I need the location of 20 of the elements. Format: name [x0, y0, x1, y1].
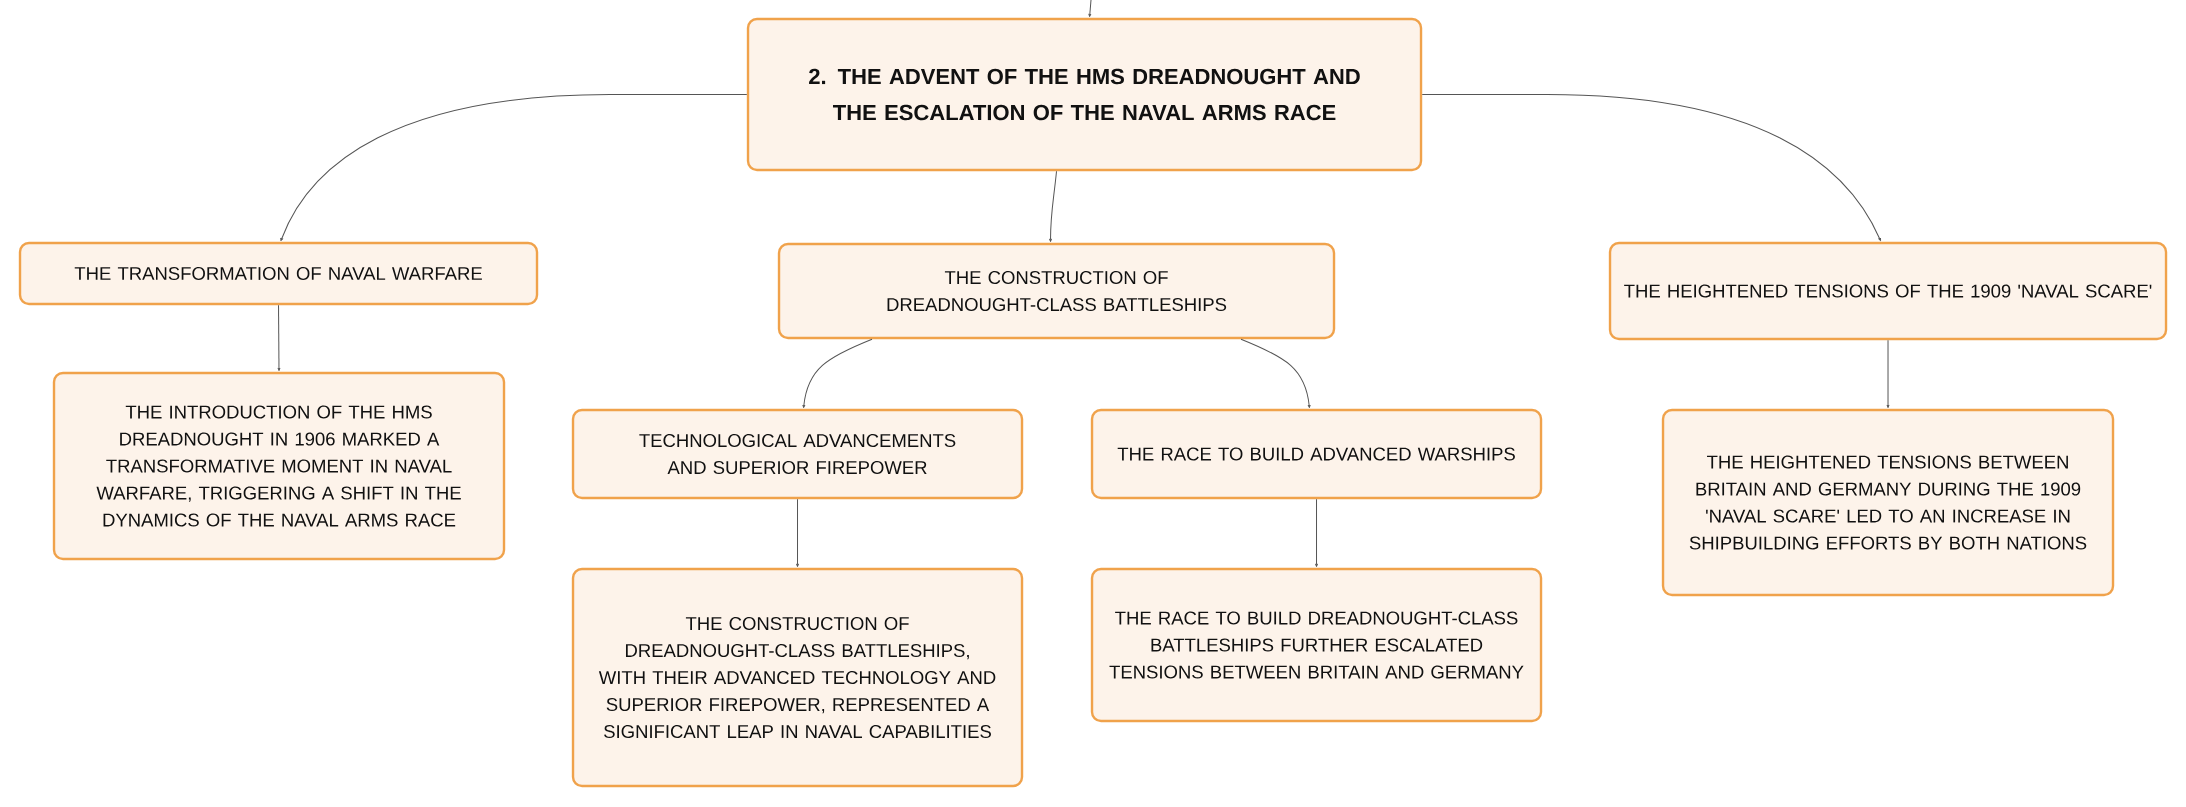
- connector-arrow: [280, 94, 748, 242]
- description-box: THE RACE TO BUILD DREADNOUGHT-CLASS BATTLESHIPS FURTHER ESCALATED TENSIONS BETWEEN BRITAIN AND GERMANY: [1090, 567, 1543, 723]
- connector-arrow: [1315, 498, 1318, 568]
- connector-arrow: [1240, 338, 1311, 409]
- subtopic-box: THE RACE TO BUILD ADVANCED WARSHIPS: [1090, 408, 1543, 500]
- topic-box: THE CONSTRUCTION OF DREADNOUGHT-CLASS BATTLESHIPS: [777, 242, 1336, 340]
- subtopic-box: TECHNOLOGICAL ADVANCEMENTS AND SUPERIOR FIREPOWER: [571, 408, 1024, 500]
- connector-arrow: [1886, 339, 1890, 409]
- topic-box: THE TRANSFORMATION OF NAVAL WARFARE: [18, 241, 539, 306]
- connector-arrow: [1049, 170, 1057, 243]
- description-box: THE INTRODUCTION OF THE HMS DREADNOUGHT IN 1906 MARKED A TRANSFORMATIVE MOMENT IN NAVAL WARFARE, TRIGGERING A SHIFT IN THE DYNAMICS OF THE NAVAL ARMS RACE: [52, 371, 506, 561]
- connector-arrow: [1421, 94, 1881, 242]
- description-box: THE CONSTRUCTION OF DREADNOUGHT-CLASS BATTLESHIPS, WITH THEIR ADVANCED TECHNOLOGY AND SUPERIOR FIREPOWER, REPRESENTED A SIGNIFICANT LEAP IN NAVAL CAPABILITIES: [571, 567, 1024, 788]
- connector-arrow: [277, 304, 281, 372]
- connector-arrow: [796, 498, 799, 568]
- connector-arrow: [1088, 0, 1092, 18]
- central-topic-box: 2. THE ADVENT OF THE HMS DREADNOUGHT AND THE ESCALATION OF THE NAVAL ARMS RACE: [746, 17, 1423, 172]
- description-box: THE HEIGHTENED TENSIONS BETWEEN BRITAIN AND GERMANY DURING THE 1909 'NAVAL SCARE' LED TO AN INCREASE IN SHIPBUILDING EFFORTS BY BOTH NATIONS: [1661, 408, 2115, 597]
- connector-arrow: [802, 338, 873, 409]
- topic-box: THE HEIGHTENED TENSIONS OF THE 1909 'NAVAL SCARE': [1608, 241, 2168, 341]
